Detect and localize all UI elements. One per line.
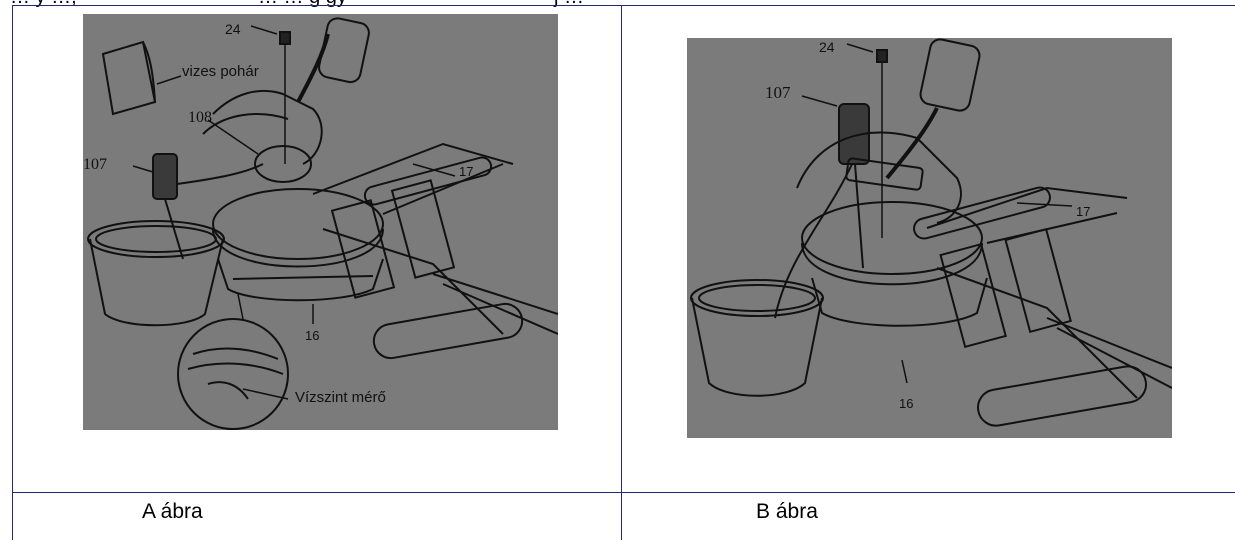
label-108-a: 108 xyxy=(188,109,212,126)
label-cup: vizes pohár xyxy=(182,63,259,80)
cut-off-instruction-text: … y …, … … g gy j … xyxy=(0,0,1235,10)
partial-text-3: j … xyxy=(554,0,584,9)
label-16-b: 16 xyxy=(899,396,913,411)
table-left-border xyxy=(12,5,13,540)
partial-text-1: … y …, xyxy=(10,0,77,9)
label-107-b: 107 xyxy=(765,83,791,102)
label-16-a: 16 xyxy=(305,328,319,343)
figure-b-image: 24 107 17 16 xyxy=(687,38,1172,438)
label-107-a: 107 xyxy=(83,156,107,173)
table-top-border xyxy=(12,5,1235,6)
label-gauge: Vízszint mérő xyxy=(295,389,386,406)
rowing-machine-drawing-b: 24 107 17 16 xyxy=(690,38,1172,427)
label-24-a: 24 xyxy=(225,21,241,37)
label-17-a: 17 xyxy=(459,164,473,179)
partial-text-2: … … g gy xyxy=(258,0,347,9)
label-24-b: 24 xyxy=(819,39,835,55)
caption-a: A ábra xyxy=(142,500,203,523)
label-17-b: 17 xyxy=(1076,204,1090,219)
caption-b: B ábra xyxy=(756,500,818,523)
figure-a-image: vizes pohár 24 108 107 17 16 Vízszint mé… xyxy=(83,14,558,430)
table-middle-border xyxy=(621,5,622,540)
table-row-divider xyxy=(12,492,1235,493)
rowing-machine-drawing-a: vizes pohár 24 108 107 17 16 Vízszint mé… xyxy=(83,17,558,430)
